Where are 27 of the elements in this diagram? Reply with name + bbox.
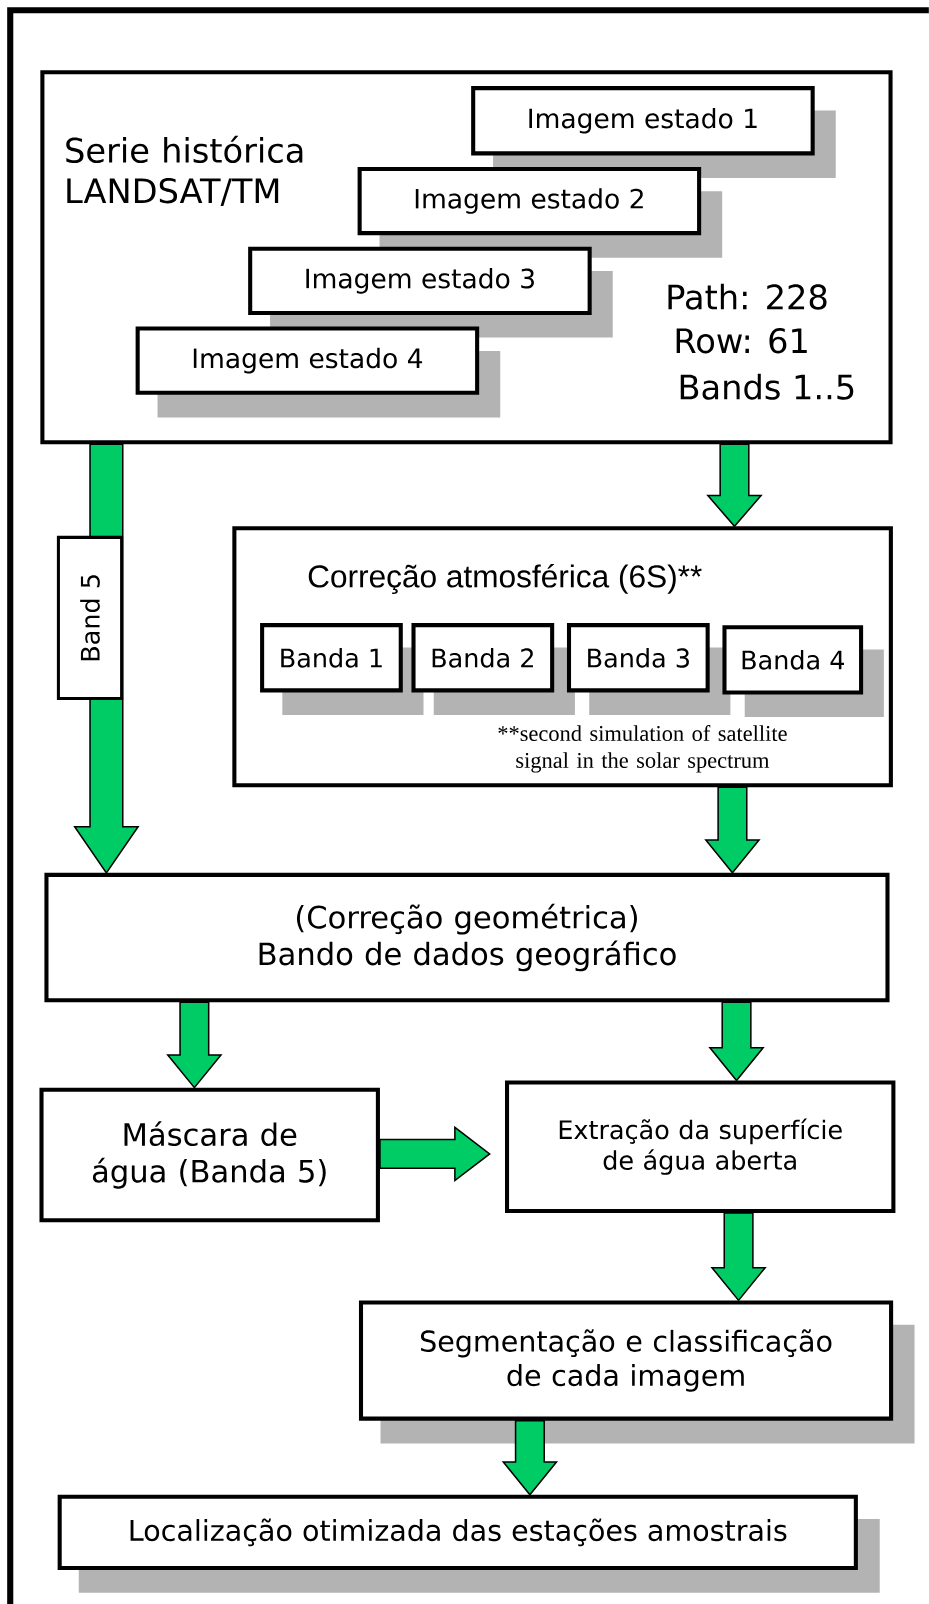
process-box: Banda 2	[411, 623, 575, 716]
process-box: Banda 3	[567, 623, 731, 716]
panel-title: Correção atmosférica (6S)**	[308, 564, 702, 594]
process-box: Imagem estado 2	[357, 166, 723, 258]
block-arrow	[708, 1001, 765, 1082]
process-box: Banda 1	[260, 623, 424, 716]
process-box: (Correção geométrica) Bando de dados geográfico	[44, 872, 890, 1003]
process-box: Máscara de água (Banda 5)	[39, 1087, 381, 1223]
block-arrow	[706, 443, 763, 528]
process-box: Imagem estado 3	[248, 246, 613, 338]
process-box: Extração da superfície de água aberta	[505, 1080, 896, 1213]
footnote-text: **second simulation of satellite signal in the solar spectrum	[498, 725, 787, 773]
panel-title: Serie histórica LANDSAT/TM	[66, 135, 303, 207]
process-box: Localização otimizada das estações amostrais	[57, 1494, 880, 1593]
process-box: Banda 4	[722, 625, 884, 718]
process-box: Segmentação e classificação de cada imagem	[359, 1300, 915, 1444]
metadata-text: Path: 228	[668, 283, 827, 310]
block-arrow	[166, 1001, 223, 1089]
edge-label: Band 5	[56, 535, 124, 700]
metadata-text: Bands 1..5	[680, 373, 854, 400]
process-box: Imagem estado 4	[135, 326, 501, 418]
block-arrow	[704, 786, 761, 875]
process-box: Imagem estado 1	[471, 86, 836, 178]
metadata-text: Row: 61	[676, 327, 807, 354]
block-arrow	[710, 1212, 767, 1302]
block-arrow	[379, 1125, 491, 1183]
block-arrow	[501, 1419, 559, 1496]
